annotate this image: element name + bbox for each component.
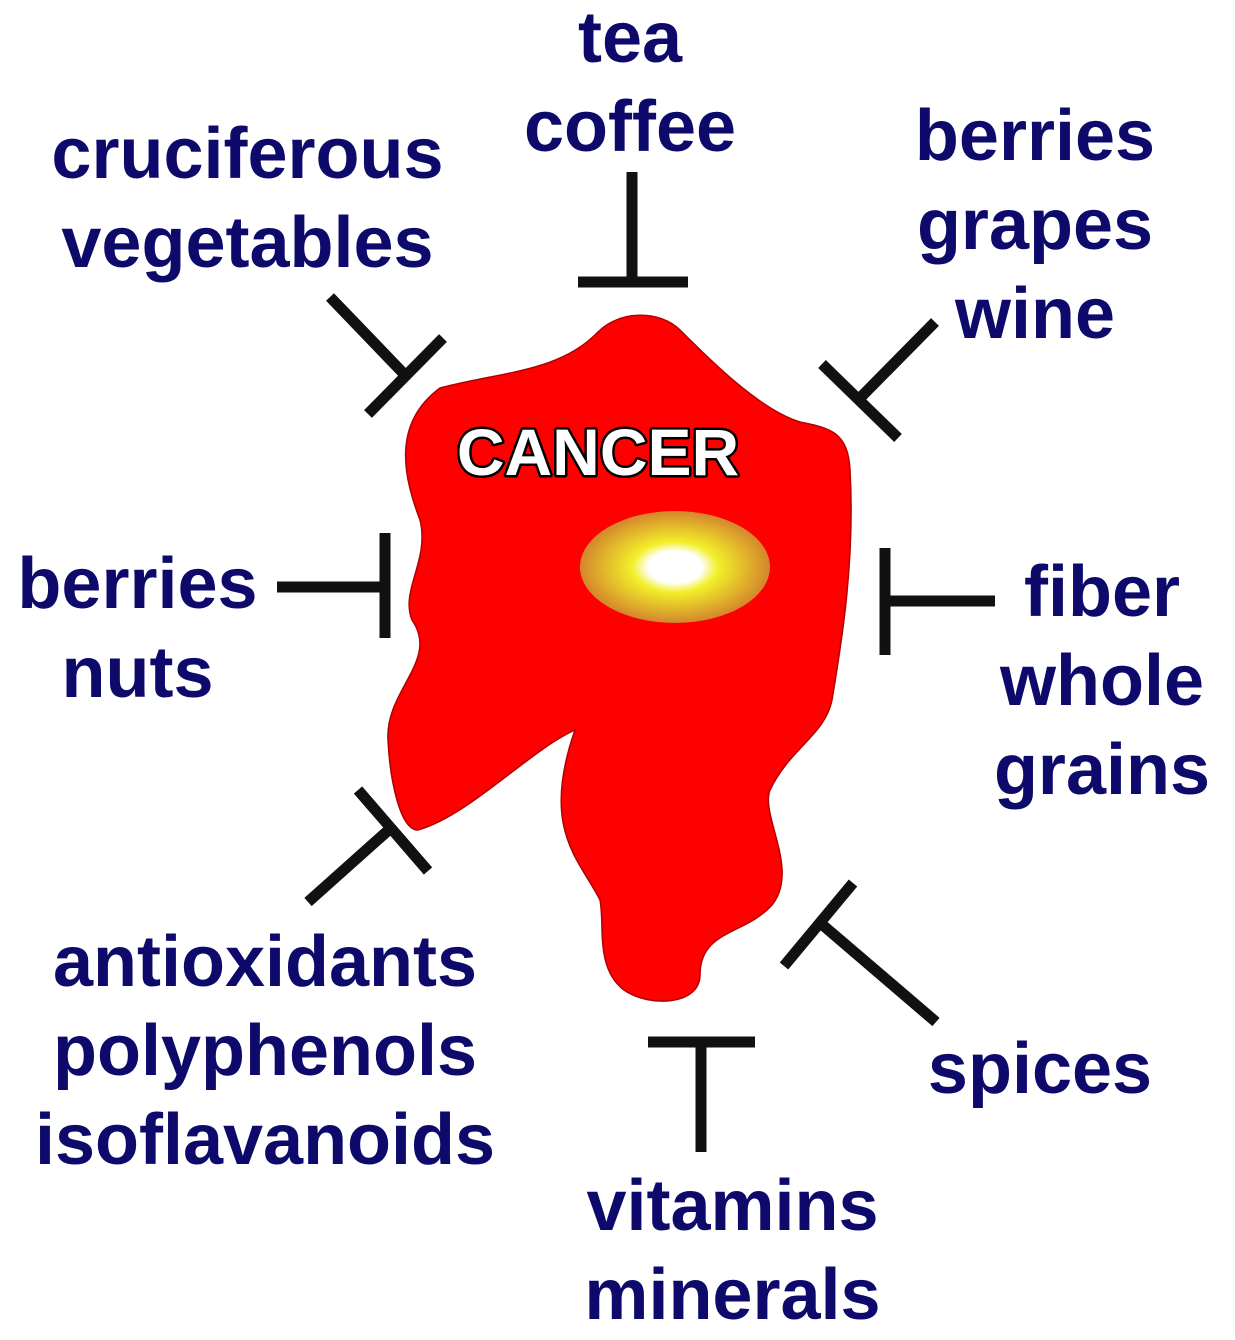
label-line: fiber	[982, 548, 1222, 637]
label-spices: spices	[905, 1025, 1175, 1114]
label-line: coffee	[505, 83, 755, 172]
label-line: tea	[505, 0, 755, 83]
label-berries-grapes-wine: berries grapes wine	[880, 92, 1190, 359]
label-line: grapes	[880, 181, 1190, 270]
label-line: polyphenols	[10, 1007, 520, 1096]
inhibitor-fiber-whole-grains	[885, 548, 995, 655]
label-line: cruciferous	[25, 110, 470, 199]
label-line: berries	[880, 92, 1190, 181]
label-line: whole	[982, 637, 1222, 726]
label-line: grains	[982, 726, 1222, 815]
label-fiber-whole-grains: fiber whole grains	[982, 548, 1222, 815]
label-line: isoflavanoids	[10, 1096, 520, 1185]
inhibitor-cruciferous-vegetables	[330, 297, 443, 414]
cancer-label: CANCER	[457, 415, 739, 489]
label-line: vegetables	[25, 199, 470, 288]
label-line: wine	[880, 270, 1190, 359]
nucleus	[580, 511, 770, 623]
label-line: vitamins	[560, 1162, 905, 1251]
label-line: antioxidants	[10, 918, 520, 1007]
label-cruciferous-vegetables: cruciferous vegetables	[25, 110, 470, 288]
label-line: nuts	[0, 629, 275, 718]
label-line: spices	[905, 1025, 1175, 1114]
inhibitor-berries-nuts	[277, 533, 385, 638]
label-antioxidants-polyphenols-isoflavanoids: antioxidants polyphenols isoflavanoids	[10, 918, 520, 1185]
label-tea-coffee: tea coffee	[505, 0, 755, 172]
label-berries-nuts: berries nuts	[0, 540, 275, 718]
inhibitor-vitamins-minerals	[648, 1042, 755, 1152]
label-line: minerals	[560, 1251, 905, 1340]
inhibitor-tea-coffee	[578, 172, 688, 282]
label-vitamins-minerals: vitamins minerals	[560, 1162, 905, 1340]
label-line: berries	[0, 540, 275, 629]
inhibitor-spices	[784, 883, 936, 1022]
